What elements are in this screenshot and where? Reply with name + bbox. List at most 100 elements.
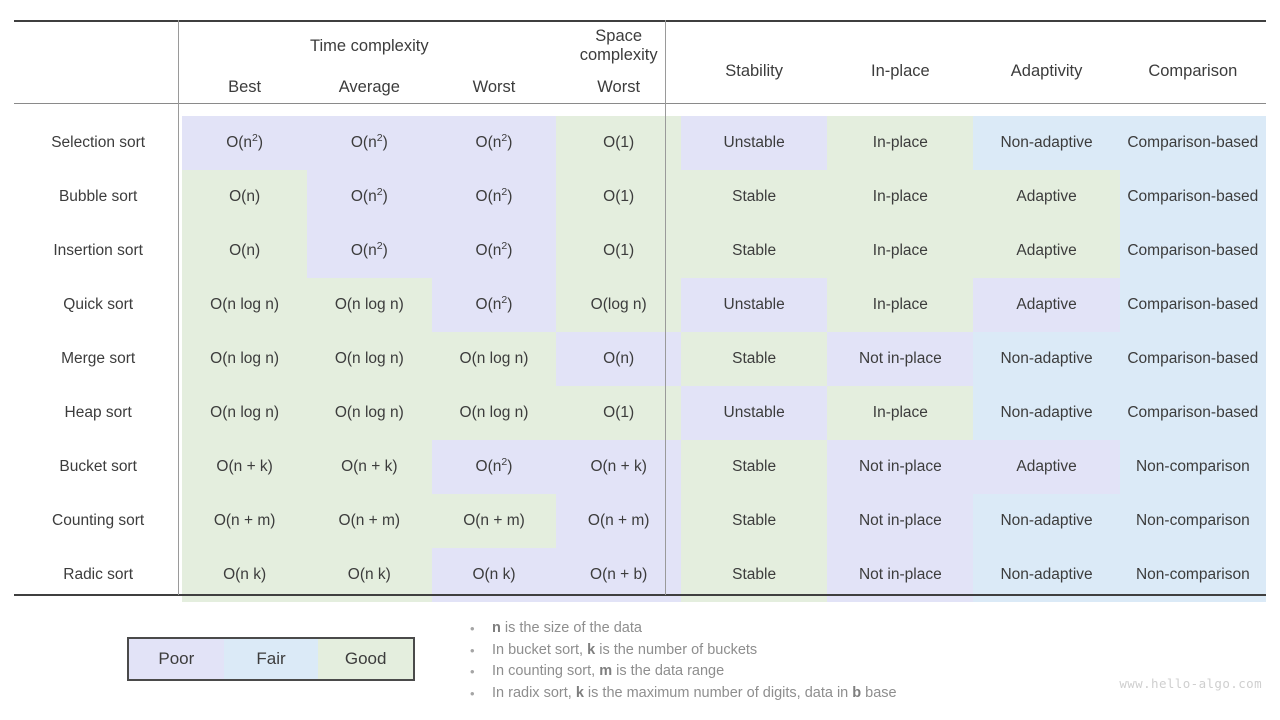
cell-worst: O(n2) [431,224,557,278]
sorting-algorithms-table-wrapper: Time complexity Space complexity Stabili… [14,20,1266,602]
cell-average: O(n + k) [306,440,432,494]
cell-worst: O(n2) [431,278,557,332]
row-label-radic-sort: Radic sort [14,548,183,602]
cell-comparison: Comparison-based [1119,332,1266,386]
footnote-text: n is the size of the data [492,620,642,636]
cell-worst: O(n + m) [431,494,557,548]
cell-space: O(n + b) [556,548,682,602]
cell-worst: O(n k) [431,548,557,602]
subheader-blank [14,66,182,116]
cell-comparison: Non-comparison [1119,494,1266,548]
footnote-text: In radix sort, k is the maximum number o… [492,684,897,701]
cell-worst: O(n2) [431,116,557,170]
cell-adaptivity: Non-adaptive [973,116,1120,170]
cell-inplace: In-place [827,278,974,332]
bullet-icon: • [470,664,475,679]
cell-space: O(log n) [556,278,682,332]
cell-space: O(n + k) [556,440,682,494]
cell-inplace: In-place [827,224,974,278]
footnote-text: In counting sort, m is the data range [492,663,725,679]
cell-best: O(n log n) [182,332,307,386]
cell-adaptivity: Non-adaptive [973,332,1120,386]
bullet-icon: • [470,621,475,636]
column-header-time-worst: Worst [472,77,516,96]
cell-average: O(n2) [306,170,432,224]
column-header-adaptivity: Adaptivity [1010,61,1083,80]
column-header-average: Average [338,77,400,96]
cell-space: O(1) [556,170,682,224]
column-header-space-worst: Worst [597,77,641,96]
row-label-insertion-sort: Insertion sort [14,224,183,278]
cell-best: O(n log n) [182,278,307,332]
table-subheader-row: Best Average Worst Worst [14,66,1266,116]
cell-adaptivity: Non-adaptive [973,548,1120,602]
cell-inplace: Not in-place [827,332,974,386]
cell-worst: O(n log n) [431,386,557,440]
column-header-stability: Stability [725,61,784,80]
cell-inplace: Not in-place [827,440,974,494]
footnote-item: •In bucket sort, k is the number of buck… [470,640,1030,662]
table-group-header-row: Time complexity Space complexity Stabili… [14,20,1266,80]
cell-comparison: Comparison-based [1119,386,1266,440]
group-header-space-complexity: Space complexity [579,27,658,64]
footnotes-list: • n is the size of the data •In bucket sor… [470,618,1030,704]
cell-inplace: In-place [827,386,974,440]
watermark: www.hello-algo.com [1119,676,1262,691]
footnote-item: • n is the size of the data [470,618,1030,640]
cell-stability: Stable [681,170,828,224]
column-header-comparison: Comparison [1148,61,1238,80]
footnote-item: • In counting sort, m is the data range [470,661,1030,683]
legend-swatch-fair: Fair [223,639,319,679]
cell-worst: O(n2) [431,440,557,494]
column-header-in-place: In-place [870,61,930,80]
cell-best: O(n + k) [182,440,307,494]
table-vertical-rule-left [178,20,179,595]
legend-swatch-poor: Poor [129,639,224,679]
cell-adaptivity: Adaptive [973,170,1120,224]
sorting-algorithms-table: Time complexity Space complexity Stabili… [14,20,1266,602]
cell-comparison: Comparison-based [1119,224,1266,278]
group-header-blank [14,20,182,66]
cell-best: O(n + m) [182,494,307,548]
cell-stability: Stable [681,440,828,494]
cell-average: O(n2) [306,116,432,170]
cell-adaptivity: Adaptive [973,278,1120,332]
row-label-merge-sort: Merge sort [14,332,183,386]
cell-stability: Unstable [681,386,828,440]
cell-comparison: Non-comparison [1119,440,1266,494]
row-label-bucket-sort: Bucket sort [14,440,183,494]
cell-stability: Stable [681,224,828,278]
cell-average: O(n k) [306,548,432,602]
cell-inplace: In-place [827,170,974,224]
bullet-icon: • [470,642,475,658]
row-label-bubble-sort: Bubble sort [14,170,183,224]
column-header-best: Best [228,77,262,96]
footnote-item: •In radix sort, k is the maximum number … [470,683,1030,705]
cell-space: O(1) [556,386,682,440]
cell-adaptivity: Non-adaptive [973,386,1120,440]
cell-space: O(1) [556,224,682,278]
table-vertical-rule-right [665,20,666,595]
row-label-selection-sort: Selection sort [14,116,183,170]
cell-space: O(n) [556,332,682,386]
cell-inplace: In-place [827,116,974,170]
cell-comparison: Comparison-based [1119,170,1266,224]
cell-stability: Unstable [681,116,828,170]
cell-space: O(1) [556,116,682,170]
table-head: Time complexity Space complexity Stabili… [14,20,1266,116]
cell-stability: Stable [681,548,828,602]
cell-best: O(n2) [182,116,307,170]
row-label-quick-sort: Quick sort [14,278,183,332]
table-header-rule [14,103,1266,104]
cell-best: O(n log n) [182,386,307,440]
cell-stability: Unstable [681,278,828,332]
